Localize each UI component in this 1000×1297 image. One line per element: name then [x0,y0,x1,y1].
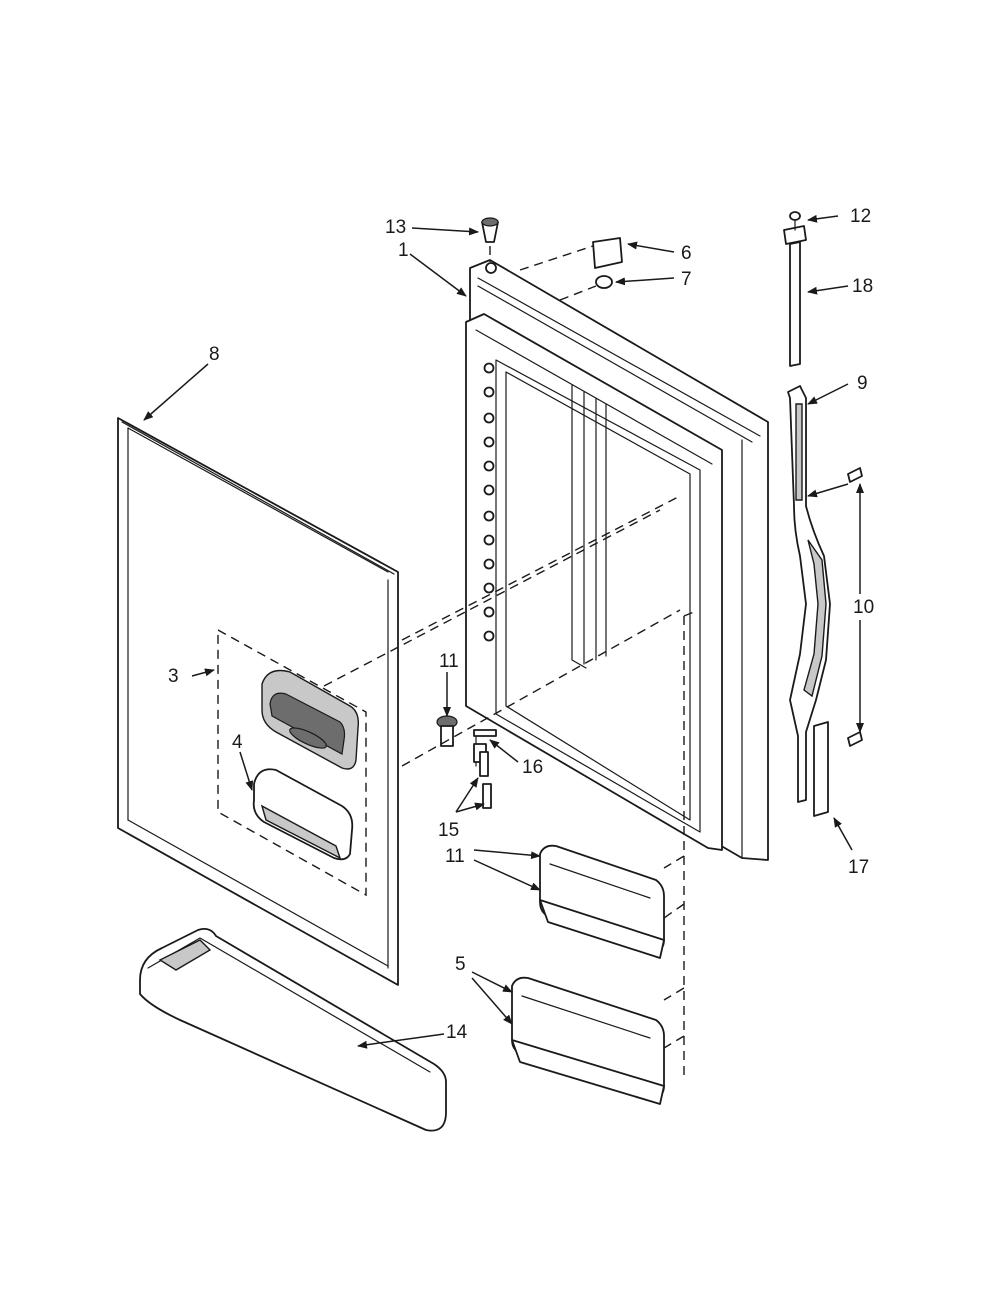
door-panel [117,417,399,986]
dispenser-housing [261,669,360,770]
plug [559,275,613,301]
part-label-14: 14 [446,1022,468,1043]
part-label-4: 4 [232,732,243,753]
part-label-17: 17 [848,857,869,878]
handle-cap [783,225,807,367]
outer-door [465,259,769,861]
door-bin-upper [539,844,665,959]
screw-12 [789,211,801,231]
part-label-15: 15 [438,820,459,841]
door-bin-lower [511,976,665,1105]
trim-strip [813,721,829,817]
dispenser-tray [252,768,354,861]
hinge-screw-1 [479,751,489,777]
leader-arrows [143,214,864,1049]
part-label-7: 7 [681,269,692,290]
hinge-bushing [436,715,458,747]
part-label-5: 5 [455,954,466,975]
part-label-9: 9 [857,373,868,394]
hinge-screw-2 [482,783,492,809]
part-labels: 1 3 4 5 6 7 8 9 10 11 11 12 13 14 15 16 … [168,206,874,1043]
part-label-6: 6 [681,243,692,264]
part-label-11b: 11 [445,846,465,867]
part-label-16: 16 [522,757,543,778]
part-label-13: 13 [385,217,406,238]
screw-hole-column [483,362,495,642]
label-plate [592,237,623,269]
part-label-1: 1 [398,240,409,261]
handle-screw-top [847,467,863,483]
part-label-18: 18 [852,276,873,297]
part-label-8: 8 [209,344,220,365]
handle-screw-bottom [847,731,863,747]
part-label-10: 10 [853,597,874,618]
dispenser-assembly-outline [217,628,367,897]
top-cap [481,217,499,274]
projection-lines [323,246,695,1080]
part-label-12: 12 [850,206,871,227]
bottom-bin [139,927,447,1132]
part-label-11a: 11 [439,651,459,672]
part-label-3: 3 [168,666,179,687]
door-handle [787,385,831,803]
